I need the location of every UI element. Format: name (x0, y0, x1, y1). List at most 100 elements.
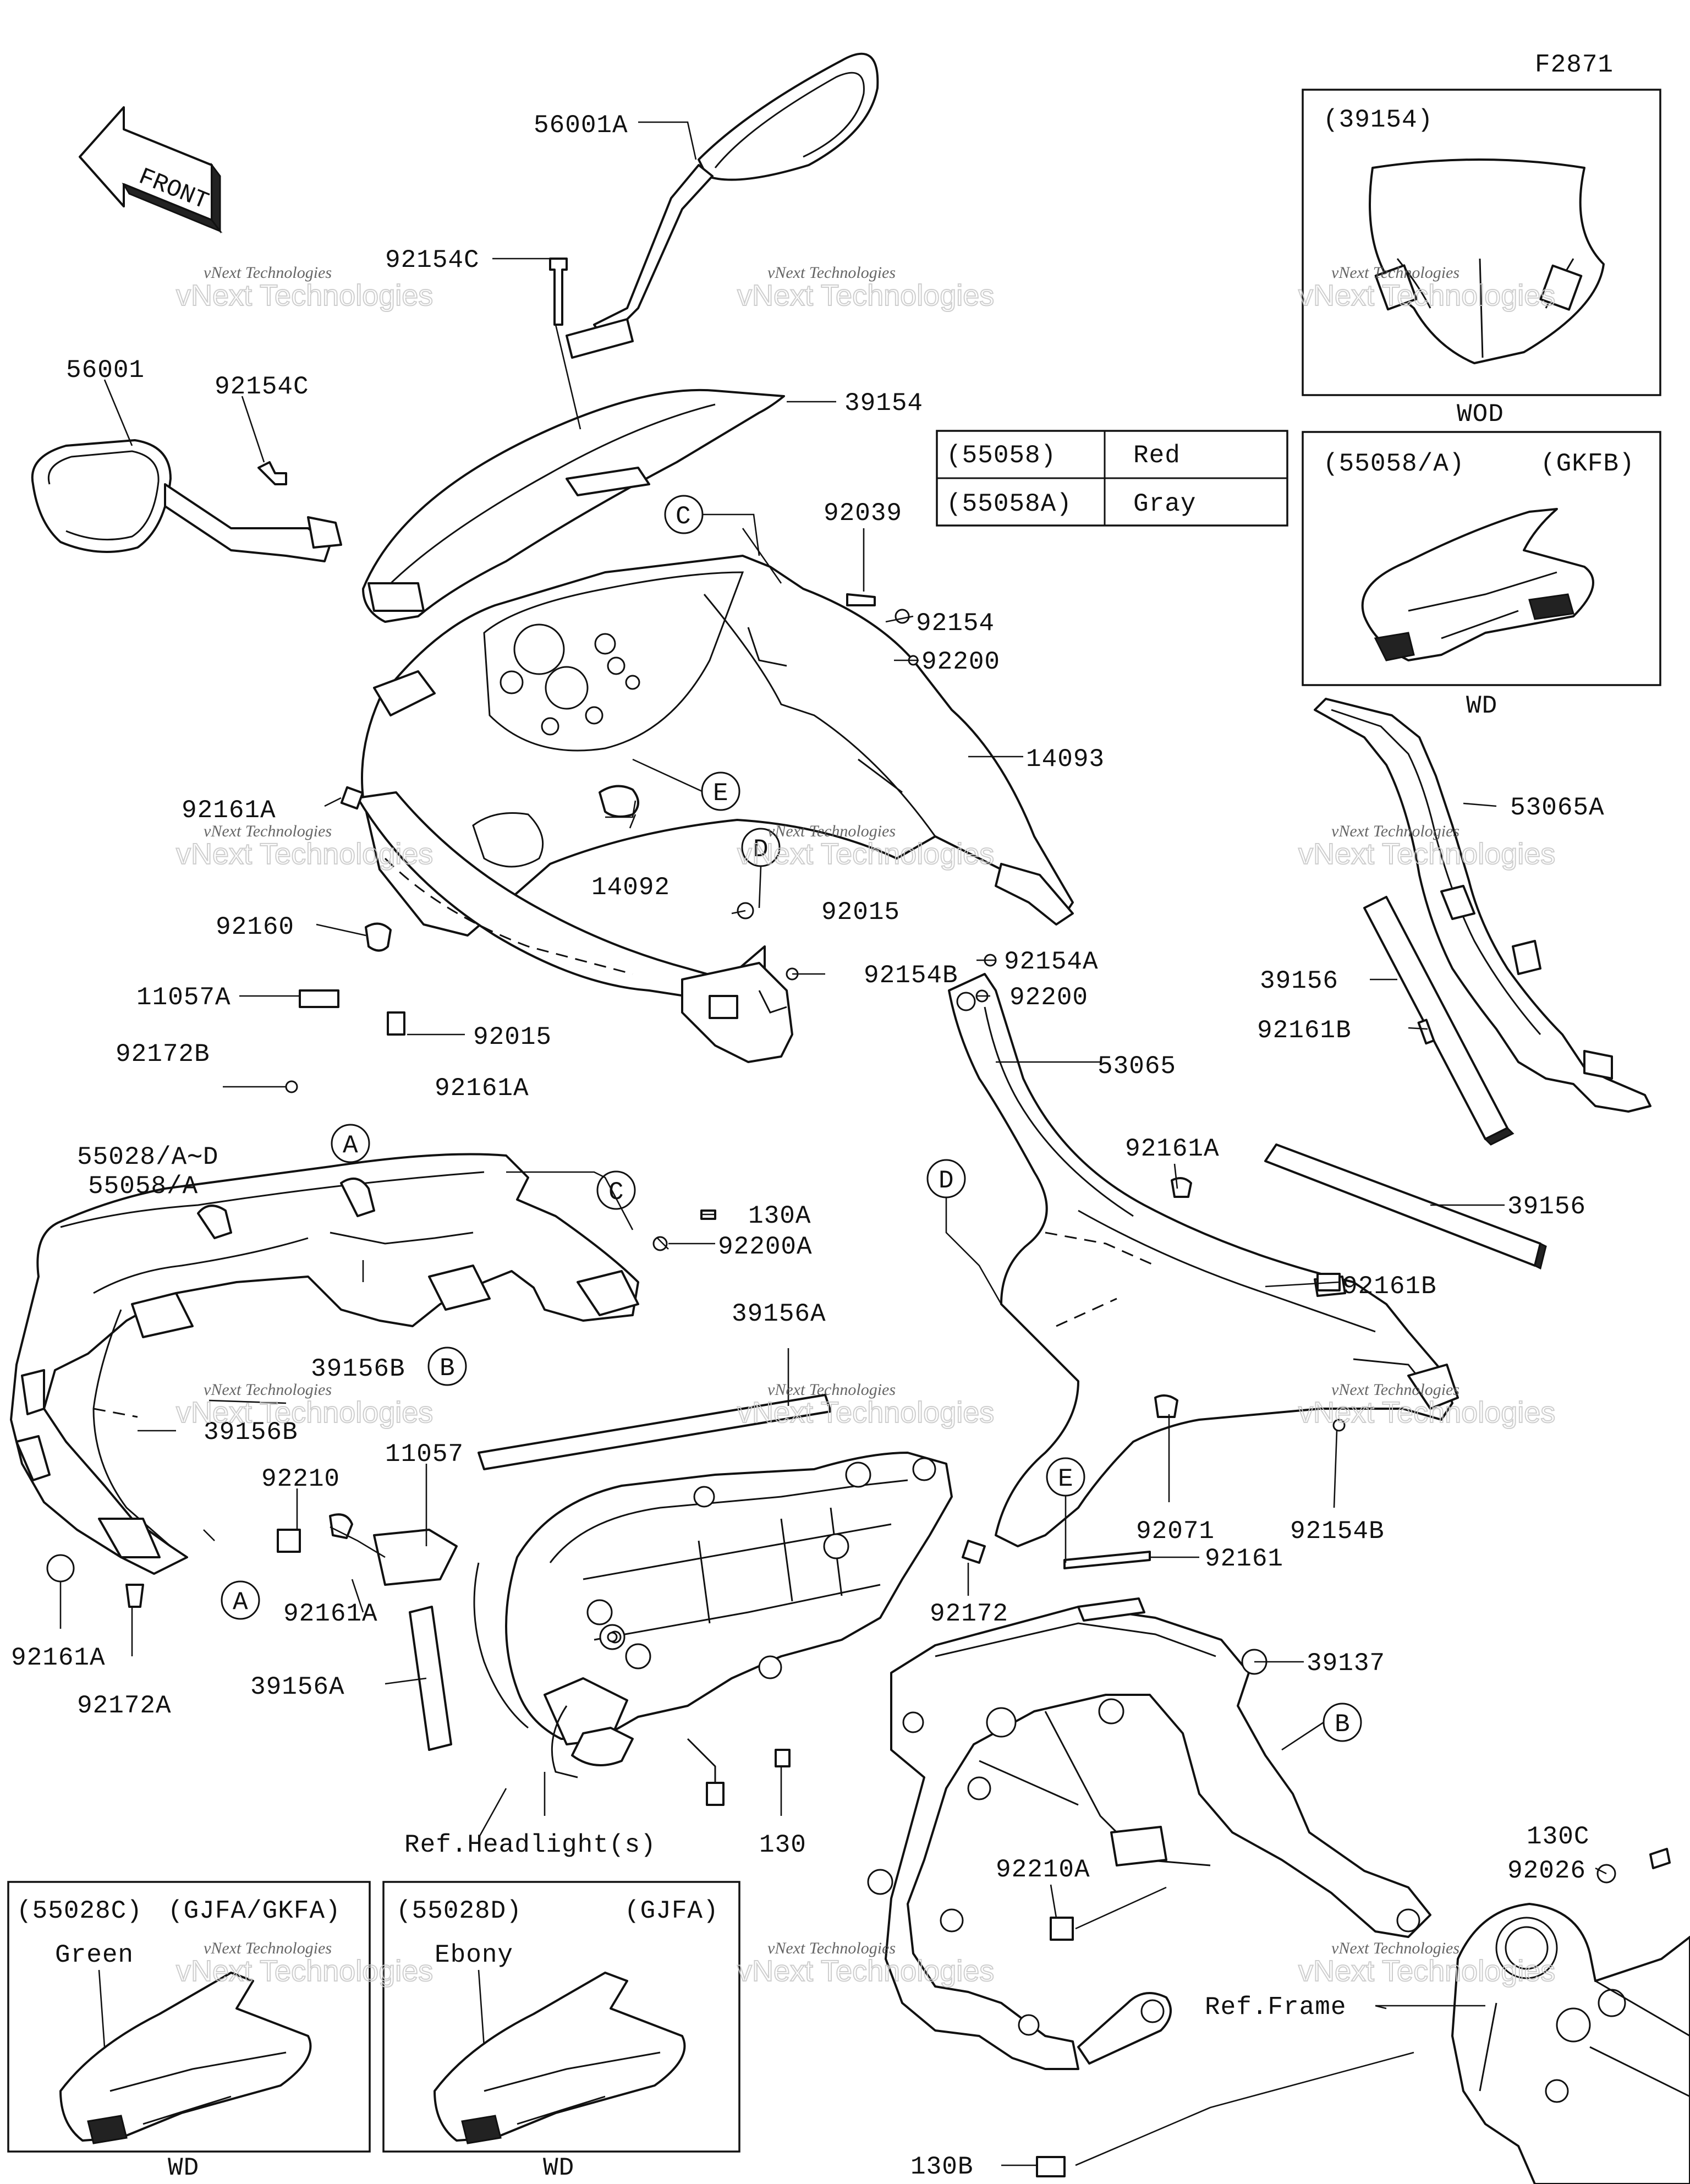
watermark-1b: vNext Technologies (176, 279, 433, 312)
label-39156A: 39156A (250, 1673, 345, 1701)
label-130A: 130A (748, 1202, 811, 1230)
label-92160: 92160 (216, 913, 294, 942)
upper-cowl-55028 (10, 1153, 639, 1575)
label-92026: 92026 (1507, 1857, 1586, 1885)
label-92210A: 92210A (996, 1855, 1090, 1884)
headlight-assembly (473, 1452, 953, 1806)
watermark-1a: vNext Technologies (204, 264, 332, 282)
label-92161A-c: 92161A (435, 1074, 529, 1103)
watermark-5a: vNext Technologies (767, 822, 896, 840)
inset-55028d-variant: (GJFA) (624, 1897, 719, 1925)
label-55028: 55028/A∼D (77, 1143, 219, 1172)
side-panel-53065 (948, 973, 1459, 1547)
main-frame-ref (1077, 1903, 1690, 2184)
label-39156: 39156 (1507, 1192, 1586, 1221)
ref-letter-c-top: C (676, 502, 692, 531)
label-11057: 11057 (385, 1440, 464, 1469)
watermarks: vNext Technologies vNext Technologies vN… (175, 264, 1556, 1988)
inner-panel-lower (356, 791, 793, 1063)
label-56001: 56001 (66, 356, 145, 385)
label-92015-r: 92015 (821, 898, 900, 927)
label-92161A-ll: 92161A (283, 1600, 378, 1628)
label-ref-frame: Ref.Frame (1205, 1993, 1346, 2022)
watermark-4b: vNext Technologies (176, 838, 433, 871)
watermark-5b: vNext Technologies (737, 838, 994, 871)
inset-windshield-title: (39154) (1323, 106, 1433, 134)
label-92200A: 92200A (718, 1233, 813, 1261)
inset-windshield-footer: WOD (1457, 400, 1504, 429)
label-92154C-top: 92154C (385, 246, 480, 275)
label-39156-r: 39156 (1260, 967, 1338, 995)
inset-cowl-55058: (55058/A) (GKFB) WD (1302, 431, 1661, 720)
figure-id: F2871 (1535, 51, 1614, 79)
color-table-code-0: (55058) (946, 441, 1056, 470)
ref-letter-d-top: D (753, 835, 769, 864)
watermark-4a: vNext Technologies (204, 822, 332, 840)
leader-lines (59, 121, 1607, 2166)
label-39156A-top: 39156A (732, 1300, 826, 1328)
label-55058: 55058/A (88, 1172, 198, 1201)
inset-55028c-title: (55028C) (17, 1897, 142, 1925)
label-92172A: 92172A (77, 1692, 172, 1720)
front-arrow-icon: FRONT (79, 106, 223, 234)
ref-letter-e-right: E (1058, 1465, 1074, 1493)
watermark-7b: vNext Technologies (176, 1396, 433, 1429)
color-table: (55058) Red (55058A) Gray (936, 430, 1288, 527)
watermark-2b: vNext Technologies (737, 279, 994, 312)
label-130: 130 (759, 1831, 806, 1859)
label-92172: 92172 (930, 1600, 1008, 1628)
label-56001A: 56001A (534, 111, 628, 140)
ref-letter-b-left: B (440, 1354, 456, 1383)
watermark-10a: vNext Technologies (204, 1939, 332, 1957)
inner-panel-14093 (361, 555, 1074, 937)
ref-letter-e-top: E (713, 779, 729, 808)
label-53065A: 53065A (1510, 793, 1605, 822)
inset-55028d-footer: WD (543, 2154, 574, 2182)
watermark-10b: vNext Technologies (176, 1955, 433, 1988)
watermark-12a: vNext Technologies (1331, 1939, 1459, 1957)
watermark-3a: vNext Technologies (1331, 264, 1459, 282)
color-table-color-0: Red (1133, 441, 1181, 470)
label-130C: 130C (1527, 1822, 1589, 1851)
inset-55028c-variant: (GJFA/GKFA) (168, 1897, 341, 1925)
label-92200: 92200 (921, 648, 1000, 676)
label-ref-headlight: Ref.Headlight(s) (404, 1831, 656, 1859)
watermark-3b: vNext Technologies (1298, 279, 1555, 312)
label-92172B: 92172B (116, 1040, 210, 1069)
watermark-7a: vNext Technologies (204, 1381, 332, 1399)
ref-letter-a-top: A (343, 1131, 359, 1160)
label-92210: 92210 (261, 1465, 340, 1493)
ref-circle-a-top (331, 1124, 370, 1163)
inset-windshield: (39154) WOD (1302, 89, 1661, 429)
inset-55028c-color: Green (55, 1941, 134, 1969)
label-39156B-2: 39156B (204, 1418, 298, 1447)
label-92154B: 92154B (1290, 1517, 1385, 1546)
label-92161B-r: 92161B (1257, 1016, 1352, 1045)
subframe-39137 (867, 1597, 1431, 2070)
watermark-2a: vNext Technologies (767, 264, 896, 282)
ref-letter-d-mid: D (939, 1167, 954, 1195)
inset-cowl-55058-variant: (GKFB) (1540, 450, 1635, 478)
trim-strips (409, 896, 1547, 1751)
ref-letter-b-right: B (1335, 1710, 1351, 1739)
label-92015-l: 92015 (473, 1023, 552, 1052)
watermark-8a: vNext Technologies (767, 1381, 896, 1399)
inset-cowl-55058-footer: WD (1466, 692, 1497, 720)
label-130B: 130B (910, 2153, 973, 2181)
label-92154C: 92154C (215, 373, 309, 401)
watermark-9a: vNext Technologies (1331, 1381, 1459, 1399)
ref-letters: C E D A D C B A E B (221, 495, 1362, 1742)
label-92071: 92071 (1136, 1517, 1215, 1546)
label-92200-c: 92200 (1009, 983, 1088, 1012)
watermark-8b: vNext Technologies (737, 1396, 994, 1429)
label-39156B-1: 39156B (311, 1355, 405, 1383)
color-table-code-1: (55058A) (946, 490, 1072, 518)
windshield-39154 (362, 388, 785, 623)
inset-55028d-color: Ebony (435, 1941, 513, 1969)
watermark-12b: vNext Technologies (1298, 1955, 1555, 1988)
watermark-11a: vNext Technologies (767, 1939, 896, 1957)
watermark-11b: vNext Technologies (737, 1955, 994, 1988)
inset-cowl-55058-title: (55058/A) (1323, 450, 1464, 478)
ref-circle-b-left (427, 1346, 467, 1386)
